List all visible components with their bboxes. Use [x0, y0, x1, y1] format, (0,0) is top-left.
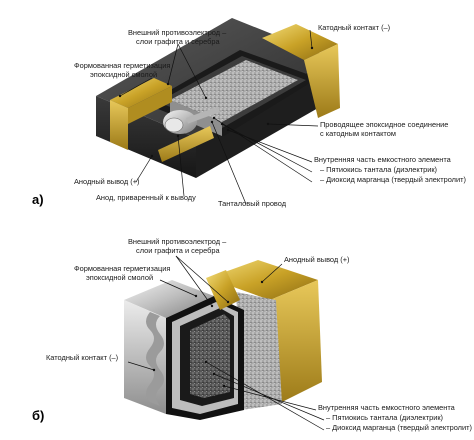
capacitor-b-illustration — [124, 260, 322, 420]
label-b-anode-lead: Анодный вывод (+) — [284, 255, 349, 264]
label-a-dielectric: – Пятиокись тантала (диэлектрик) — [320, 165, 437, 174]
front-gold-band — [206, 270, 240, 310]
cathode-cut-edge — [146, 312, 164, 406]
label-a-conductive-epoxy-1: Проводящее эпоксидное соединение — [320, 120, 448, 129]
tantalum-element-top — [170, 60, 298, 122]
label-b-cathode-contact: Катодный контакт (–) — [46, 353, 118, 362]
anode-end-gold-top — [208, 260, 318, 300]
label-a-tantalum-wire: Танталовый провод — [218, 199, 287, 208]
label-a-cathode-contact: Катодный контакт (–) — [318, 23, 390, 32]
cathode-cap-front — [124, 300, 166, 414]
label-a-counter-electrode-1: Внешний противоэлектрод – — [128, 28, 227, 37]
section-tantalum-core — [190, 314, 230, 398]
label-b-inner-element: Внутренняя часть емкостного элемента — [318, 403, 456, 412]
label-b-electrolyte: – Диоксид марганца (твердый электролит) — [326, 423, 472, 432]
label-a-inner-element: Внутренняя часть емкостного элемента — [314, 155, 452, 164]
anode-lead-gold-bend — [128, 86, 172, 124]
part-label-a: а) — [32, 192, 44, 207]
label-a-molded-seal-1: Формованная герметизация — [74, 61, 170, 70]
cathode-cap-top — [124, 280, 214, 318]
labels-a: Внешний противоэлектрод – слои графита и… — [32, 23, 466, 208]
label-a-counter-electrode-2: слои графита и серебра — [136, 37, 220, 46]
cathode-contact-gold-top — [262, 24, 338, 60]
label-a-anode-lead: Анодный вывод (+) — [74, 177, 139, 186]
anode-end-gold-side — [270, 280, 322, 404]
label-b-dielectric: – Пятиокись тантала (диэлектрик) — [326, 413, 443, 422]
anode-lead-gold-top — [110, 78, 172, 108]
label-b-molded-seal-2: эпоксидной смолой — [86, 273, 153, 282]
label-a-molded-seal-2: эпоксидной смолой — [90, 70, 157, 79]
molded-body-right-face — [236, 292, 282, 410]
label-a-conductive-epoxy-2: с катодным контактом — [320, 129, 396, 138]
label-b-counter-electrode-2: слои графита и серебра — [136, 246, 220, 255]
capacitor-a-illustration — [96, 18, 340, 178]
label-b-molded-seal-1: Формованная герметизация — [74, 264, 170, 273]
label-a-anode-welded: Анод, приваренный к выводу — [96, 193, 196, 202]
label-b-counter-electrode-1: Внешний противоэлектрод – — [128, 237, 227, 246]
cathode-contact-gold-side — [304, 44, 340, 118]
part-label-b: б) — [32, 408, 44, 423]
anode-lead-gold-bottom — [158, 126, 214, 162]
tantalum-wire — [185, 106, 221, 124]
label-a-electrolyte: – Диоксид марганца (твердый электролит) — [320, 175, 466, 184]
anode-lead-gold-front — [110, 100, 128, 150]
leader-lines — [118, 29, 325, 431]
anode-weld-end — [164, 117, 184, 133]
labels-b: Внешний противоэлектрод – слои графита и… — [32, 237, 472, 432]
